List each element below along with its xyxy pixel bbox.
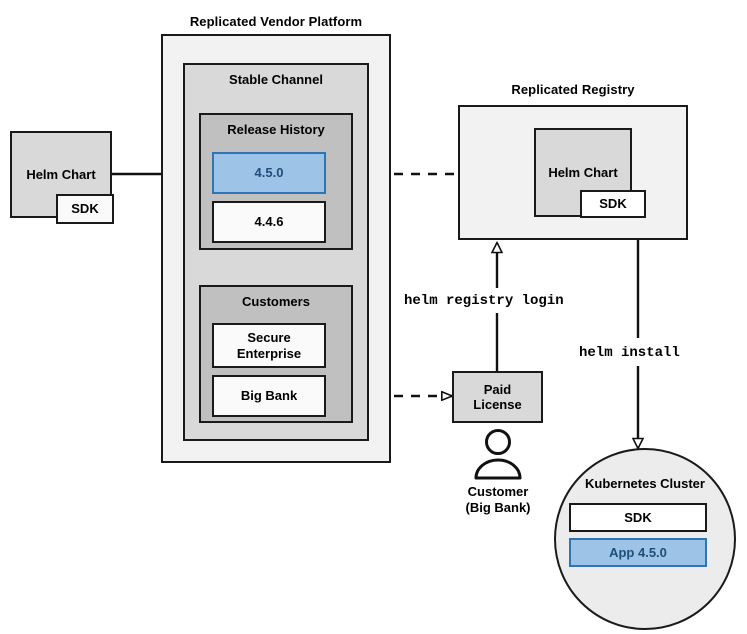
cluster-item-app: App 4.5.0 [569, 538, 707, 567]
stable-channel-title: Stable Channel [229, 72, 323, 87]
paid-license-box: Paid License [452, 371, 543, 423]
registry-title: Replicated Registry [511, 82, 635, 97]
cluster-item-sdk-label: SDK [624, 509, 652, 525]
registry-helm-chart-label: Helm Chart [548, 164, 618, 180]
customer-big-bank-label: Big Bank [240, 388, 298, 404]
command-helm-install: helm install [575, 344, 684, 362]
vendor-platform-title: Replicated Vendor Platform [189, 14, 363, 29]
release-item-450-label: 4.5.0 [254, 165, 284, 181]
customer-actor-line2: (Big Bank) [465, 500, 531, 516]
customer-item-secure-enterprise[interactable]: Secure Enterprise [212, 323, 326, 368]
customer-actor-line1: Customer [467, 484, 529, 499]
customer-secure-enterprise-label: Secure Enterprise [236, 330, 302, 361]
customer-actor-caption: Customer (Big Bank) [423, 484, 573, 517]
source-helm-chart-label: Helm Chart [26, 166, 96, 182]
registry-sdk-label: SDK [599, 196, 627, 212]
cluster-item-sdk: SDK [569, 503, 707, 532]
source-helm-chart-sdk-box: SDK [56, 194, 114, 224]
customer-actor-icon [470, 428, 526, 482]
customers-title: Customers [242, 294, 310, 309]
release-item-446-label: 4.4.6 [254, 214, 284, 230]
paid-license-line2: License [473, 397, 522, 412]
registry-sdk-box: SDK [580, 190, 646, 218]
command-helm-registry-login: helm registry login [400, 292, 568, 310]
kubernetes-cluster-title: Kubernetes Cluster [585, 476, 705, 491]
release-history-title: Release History [227, 122, 325, 137]
customer-item-big-bank[interactable]: Big Bank [212, 375, 326, 417]
cluster-item-app-label: App 4.5.0 [609, 544, 667, 560]
paid-license-line1: Paid [483, 381, 512, 397]
source-sdk-label: SDK [71, 201, 99, 217]
release-item-450[interactable]: 4.5.0 [212, 152, 326, 194]
release-item-446[interactable]: 4.4.6 [212, 201, 326, 243]
